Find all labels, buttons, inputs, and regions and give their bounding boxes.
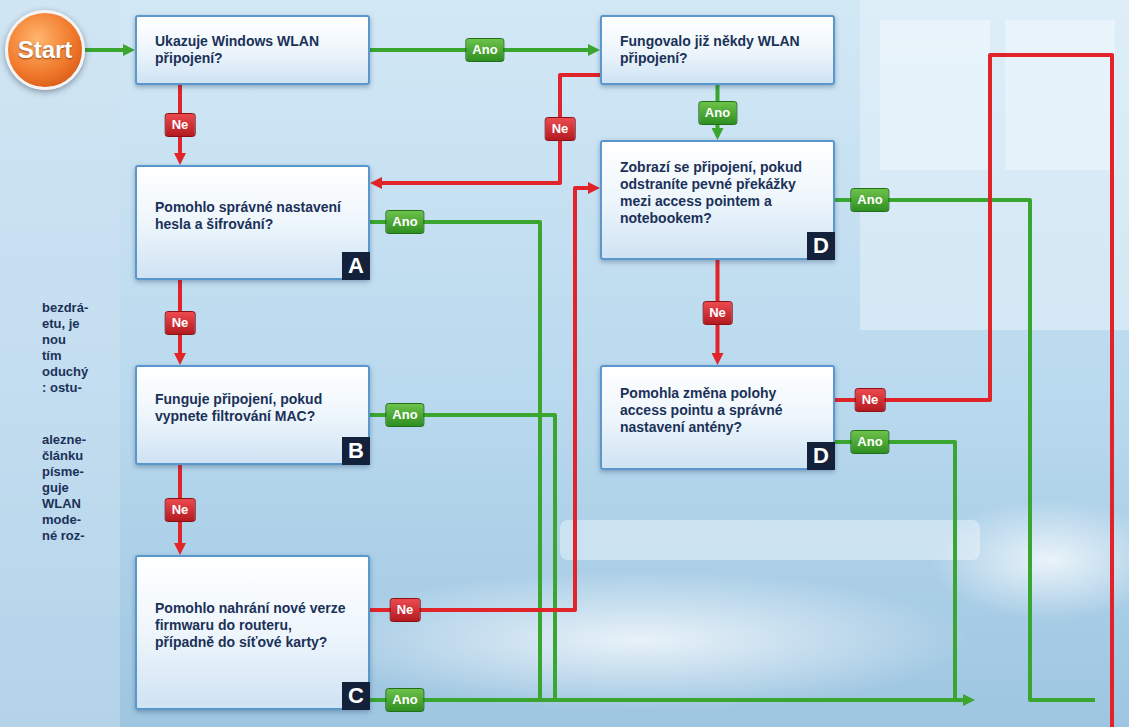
question-text: Pomohla změna polohy access pointu a spr… xyxy=(620,385,817,436)
branch-label: Ano xyxy=(850,188,889,212)
decision-box: Ukazuje Windows WLAN připojení? xyxy=(135,15,370,85)
section-letter: C xyxy=(342,682,370,710)
section-letter: D xyxy=(807,442,835,470)
yes-line xyxy=(835,200,1095,700)
decision-box: Zobrazí se připojení, pokud odstraníte p… xyxy=(600,140,835,260)
question-text: Fungovalo již někdy WLAN připojení? xyxy=(620,33,817,67)
question-text: Zobrazí se připojení, pokud odstraníte p… xyxy=(620,159,817,227)
branch-label: Ne xyxy=(165,113,196,137)
branch-label: Ne xyxy=(390,598,421,622)
decision-box: Fungovalo již někdy WLAN připojení? xyxy=(600,15,835,85)
branch-label: Ne xyxy=(855,388,886,412)
start-circle: Start xyxy=(5,10,85,90)
flow-connector xyxy=(376,75,600,183)
decision-box: Pomohlo nahrání nové verze firmwaru do r… xyxy=(135,555,370,710)
section-letter: D xyxy=(807,232,835,260)
section-letter: B xyxy=(342,437,370,465)
no-line xyxy=(835,55,1112,727)
start-label: Start xyxy=(18,36,73,64)
decision-box: Pomohlo správné nastavení hesla a šifrov… xyxy=(135,165,370,280)
decision-box: Pomohla změna polohy access pointu a spr… xyxy=(600,365,835,470)
branch-label: Ano xyxy=(850,430,889,454)
section-letter: A xyxy=(342,252,370,280)
yes-line xyxy=(370,698,969,702)
branch-label: Ne xyxy=(545,117,576,141)
flow-connector xyxy=(85,48,129,52)
branch-label: Ano xyxy=(385,688,424,712)
yes-line xyxy=(370,222,540,700)
branch-label: Ano xyxy=(385,403,424,427)
branch-label: Ne xyxy=(702,301,733,325)
branch-label: Ne xyxy=(165,498,196,522)
yes-line xyxy=(835,442,955,700)
yes-line xyxy=(370,415,555,700)
question-text: Pomohlo správné nastavení hesla a šifrov… xyxy=(155,199,352,233)
decision-box: Funguje připojení, pokud vypnete filtrov… xyxy=(135,365,370,465)
branch-label: Ano xyxy=(465,38,504,62)
text-fragment: alezne- článku písme- guje WLAN mode- né… xyxy=(42,432,88,544)
question-text: Pomohlo nahrání nové verze firmwaru do r… xyxy=(155,600,352,651)
branch-label: Ano xyxy=(385,210,424,234)
branch-label: Ano xyxy=(698,101,737,125)
text-fragment: bezdrá- etu, je nou tím oduchý : ostu- xyxy=(42,300,88,396)
question-text: Funguje připojení, pokud vypnete filtrov… xyxy=(155,391,352,425)
question-text: Ukazuje Windows WLAN připojení? xyxy=(155,33,352,67)
branch-label: Ne xyxy=(165,311,196,335)
flow-connector xyxy=(370,188,594,610)
